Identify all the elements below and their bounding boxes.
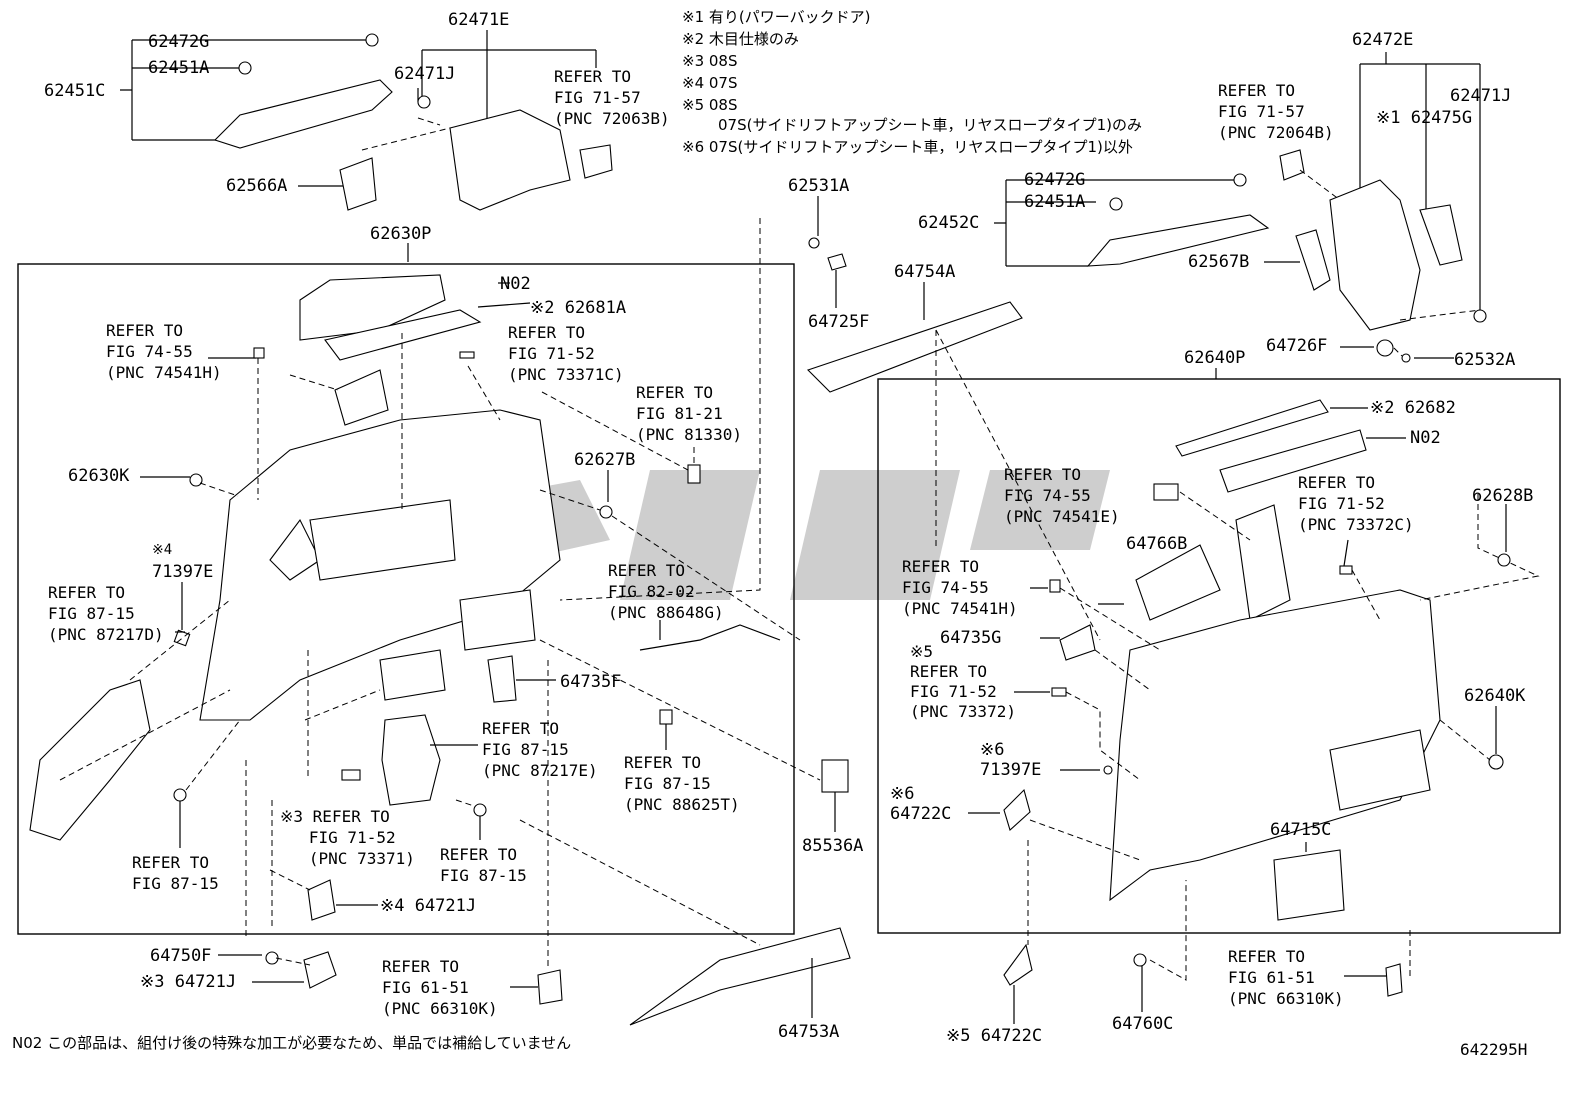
part-label-64721J-inside[interactable]: ※4 64721J xyxy=(380,896,477,916)
part-label-64735F[interactable]: 64735F xyxy=(560,672,622,692)
note-2: ※2 木目仕様のみ xyxy=(682,30,799,48)
refer-fig-87-15-87217D[interactable]: REFER TO FIG 87-15 (PNC 87217D) xyxy=(48,583,164,644)
speaker-grille-64766B-shape xyxy=(1135,544,1221,621)
part-label-62566A[interactable]: 62566A xyxy=(226,176,288,196)
part-label-62471E[interactable]: 62471E xyxy=(448,10,510,30)
cover-62566A-shape xyxy=(339,157,377,211)
part-label-62471J-left[interactable]: 62471J xyxy=(394,64,456,84)
part-label-71397E-left-mark: ※4 xyxy=(152,542,173,558)
part-label-64725F[interactable]: 64725F xyxy=(808,312,870,332)
clip-62471J-shape xyxy=(417,95,431,109)
scuff-plate-64753A-shape xyxy=(629,927,851,1026)
refer-fig-87-15-88625T[interactable]: REFER TO FIG 87-15 (PNC 88625T) xyxy=(624,753,740,814)
part-label-62475G[interactable]: ※1 62475G xyxy=(1376,108,1473,128)
left-group-box xyxy=(17,263,795,935)
refer-fig-74-55-74541H-left[interactable]: REFER TO FIG 74-55 (PNC 74541H) xyxy=(106,321,222,382)
clip-62472G-shape xyxy=(365,33,379,47)
footer-note-N02: N02 この部品は、組付け後の特殊な加工が必要なため、単品では補給していません xyxy=(12,1034,572,1052)
duct-72063B-shape xyxy=(579,144,613,179)
part-label-64760C[interactable]: 64760C xyxy=(1112,1014,1174,1034)
part-label-64754A[interactable]: 64754A xyxy=(894,262,956,282)
ornament-62682-shape xyxy=(1175,399,1329,457)
note-1: ※1 有り(パワーバックドア) xyxy=(682,8,871,26)
refer-fig-71-52-73372C[interactable]: REFER TO FIG 71-52 (PNC 73372C) xyxy=(1298,473,1414,534)
refer-fig-71-52-73371[interactable]: ※3 REFER TO FIG 71-52 (PNC 73371) xyxy=(280,807,415,868)
part-label-71397E-right[interactable]: ※6 71397E xyxy=(980,740,1042,780)
duct-87217D-shape xyxy=(29,679,151,841)
panel-62471E-shape xyxy=(449,109,571,211)
part-label-N02-left[interactable]: N02 xyxy=(500,274,531,294)
part-label-62630P[interactable]: 62630P xyxy=(370,224,432,244)
part-label-62451A-top[interactable]: 62451A xyxy=(148,58,210,78)
part-label-64722C-inside[interactable]: ※6 64722C xyxy=(890,784,952,824)
part-label-64735G[interactable]: 64735G xyxy=(940,628,1002,648)
quarter-trim-62640P-shape xyxy=(1109,589,1441,902)
note-5: ※5 08S xyxy=(682,96,738,114)
upper-garnish-shape xyxy=(299,274,446,341)
part-label-62472E[interactable]: 62472E xyxy=(1352,30,1414,50)
refer-fig-87-15-screw-mid[interactable]: REFER TO FIG 87-15 xyxy=(440,845,527,885)
bracket-64735F-shape xyxy=(487,655,517,703)
part-label-62472G-top[interactable]: 62472G xyxy=(148,32,210,52)
part-label-62532A[interactable]: 62532A xyxy=(1454,350,1516,370)
diagram-code: 642295H xyxy=(1460,1040,1528,1059)
part-label-64750F[interactable]: 64750F xyxy=(150,946,212,966)
refer-fig-87-15-87217E[interactable]: REFER TO FIG 87-15 (PNC 87217E) xyxy=(482,719,598,780)
part-label-62471J-right[interactable]: 62471J xyxy=(1450,86,1512,106)
part-label-64726F[interactable]: 64726F xyxy=(1266,336,1328,356)
part-label-62451C[interactable]: 62451C xyxy=(44,81,106,101)
clip-62451A-shape xyxy=(238,61,252,75)
part-label-62627B[interactable]: 62627B xyxy=(574,450,636,470)
refer-fig-71-52-73372[interactable]: ※5 REFER TO FIG 71-52 (PNC 73372) xyxy=(910,642,1016,721)
part-label-64721J-outside[interactable]: ※3 64721J xyxy=(140,972,237,992)
part-label-62567B[interactable]: 62567B xyxy=(1188,252,1250,272)
part-label-64722C-outside[interactable]: ※5 64722C xyxy=(946,1026,1043,1046)
note-3: ※3 08S xyxy=(682,52,738,70)
pillar-62472E-shape xyxy=(1329,179,1421,331)
part-label-62531A[interactable]: 62531A xyxy=(788,176,850,196)
refer-fig-82-02-88648G[interactable]: REFER TO FIG 82-02 (PNC 88648G) xyxy=(608,561,724,622)
part-label-85536A[interactable]: 85536A xyxy=(802,836,864,856)
part-label-62682[interactable]: ※2 62682 xyxy=(1370,398,1456,418)
part-label-62630K[interactable]: 62630K xyxy=(68,466,130,486)
part-label-62628B[interactable]: 62628B xyxy=(1472,486,1534,506)
part-label-62472G-right[interactable]: 62472G xyxy=(1024,170,1086,190)
duct-87217E-shape xyxy=(381,714,441,806)
refer-fig-71-52-73371C[interactable]: REFER TO FIG 71-52 (PNC 73371C) xyxy=(508,323,624,384)
window-trim-shape xyxy=(334,369,389,426)
note-5-detail: 07S(サイドリフトアップシート車，リヤスロープタイプ1)のみ xyxy=(718,116,1142,134)
part-label-N02-right[interactable]: N02 xyxy=(1410,428,1441,448)
garnish-62451C-shape xyxy=(213,79,393,149)
garnish-62452C-shape xyxy=(1086,214,1270,267)
part-label-62681A[interactable]: ※2 62681A xyxy=(530,298,627,318)
part-label-64766B[interactable]: 64766B xyxy=(1126,534,1188,554)
part-label-62640K[interactable]: 62640K xyxy=(1464,686,1526,706)
part-label-62640P[interactable]: 62640P xyxy=(1184,348,1246,368)
refer-fig-71-57-72064B[interactable]: REFER TO FIG 71-57 (PNC 72064B) xyxy=(1218,81,1334,142)
refer-fig-61-51-66310K-right[interactable]: REFER TO FIG 61-51 (PNC 66310K) xyxy=(1228,947,1344,1008)
note-6: ※6 07S(サイドリフトアップシート車，リヤスロープタイプ1)以外 xyxy=(682,138,1133,156)
refer-fig-61-51-66310K-left[interactable]: REFER TO FIG 61-51 (PNC 66310K) xyxy=(382,957,498,1018)
panel-64715C-shape xyxy=(1273,849,1345,921)
note-4: ※4 07S xyxy=(682,74,738,92)
rail-64754A-shape xyxy=(806,301,1023,393)
switch-85536A-shape xyxy=(821,759,849,793)
part-label-64715C[interactable]: 64715C xyxy=(1270,820,1332,840)
refer-fig-71-57-72063B[interactable]: REFER TO FIG 71-57 (PNC 72063B) xyxy=(554,67,670,128)
part-label-62452C[interactable]: 62452C xyxy=(918,213,980,233)
refer-fig-74-55-74541E[interactable]: REFER TO FIG 74-55 (PNC 74541E) xyxy=(1004,465,1120,526)
refer-fig-81-21-81330[interactable]: REFER TO FIG 81-21 (PNC 81330) xyxy=(636,383,742,444)
part-label-64753A[interactable]: 64753A xyxy=(778,1022,840,1042)
refer-fig-87-15-screw-left[interactable]: REFER TO FIG 87-15 xyxy=(132,853,219,893)
part-label-62451A-right[interactable]: 62451A xyxy=(1024,192,1086,212)
refer-fig-74-55-74541H-right[interactable]: REFER TO FIG 74-55 (PNC 74541H) xyxy=(902,557,1018,618)
part-label-71397E-left[interactable]: 71397E xyxy=(152,562,214,582)
right-group-box xyxy=(877,378,1561,934)
